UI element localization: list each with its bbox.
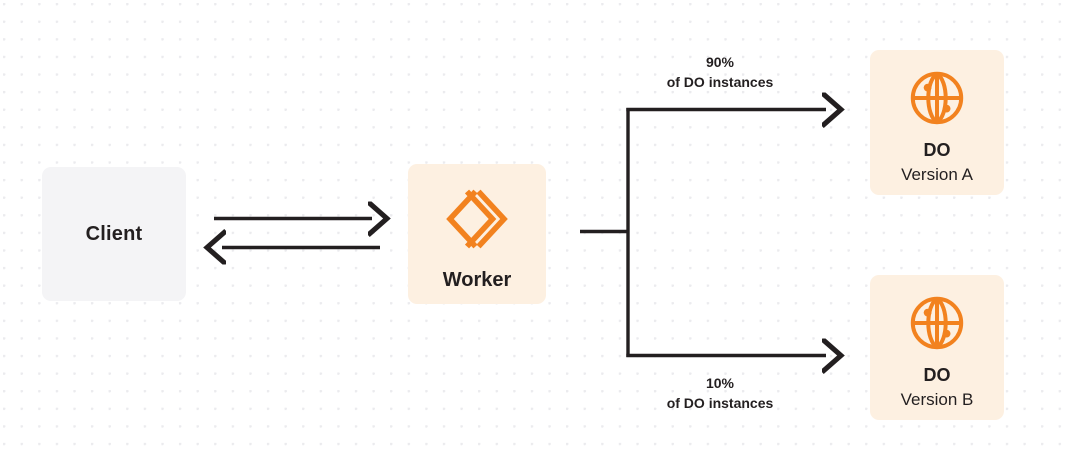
- node-do-version-a: DO Version A: [870, 50, 1004, 195]
- edge-label-do-b-percent: 10%: [705, 375, 735, 391]
- node-do-version-b-label: DO: [923, 365, 951, 385]
- node-client: Client: [42, 167, 186, 301]
- edge-label-do-a-caption: of DO instances: [666, 73, 774, 90]
- node-do-version-a-label: DO: [923, 140, 951, 160]
- edge-worker-split-bus: [580, 108, 630, 357]
- node-worker: Worker: [408, 164, 546, 304]
- cloudflare-workers-icon: [442, 188, 512, 250]
- node-client-label: Client: [85, 223, 143, 245]
- edge-label-do-a: 90% of DO instances: [655, 53, 785, 93]
- node-do-version-b-sublabel: Version B: [900, 390, 974, 409]
- edge-label-do-a-percent: 90%: [705, 54, 735, 70]
- node-worker-label: Worker: [442, 269, 512, 291]
- edge-label-do-b: 10% of DO instances: [655, 374, 785, 414]
- durable-object-globe-icon: [908, 294, 966, 352]
- edge-label-do-b-caption: of DO instances: [666, 394, 774, 411]
- durable-object-globe-icon: [908, 69, 966, 127]
- node-do-version-b: DO Version B: [870, 275, 1004, 420]
- node-do-version-a-sublabel: Version A: [901, 165, 973, 184]
